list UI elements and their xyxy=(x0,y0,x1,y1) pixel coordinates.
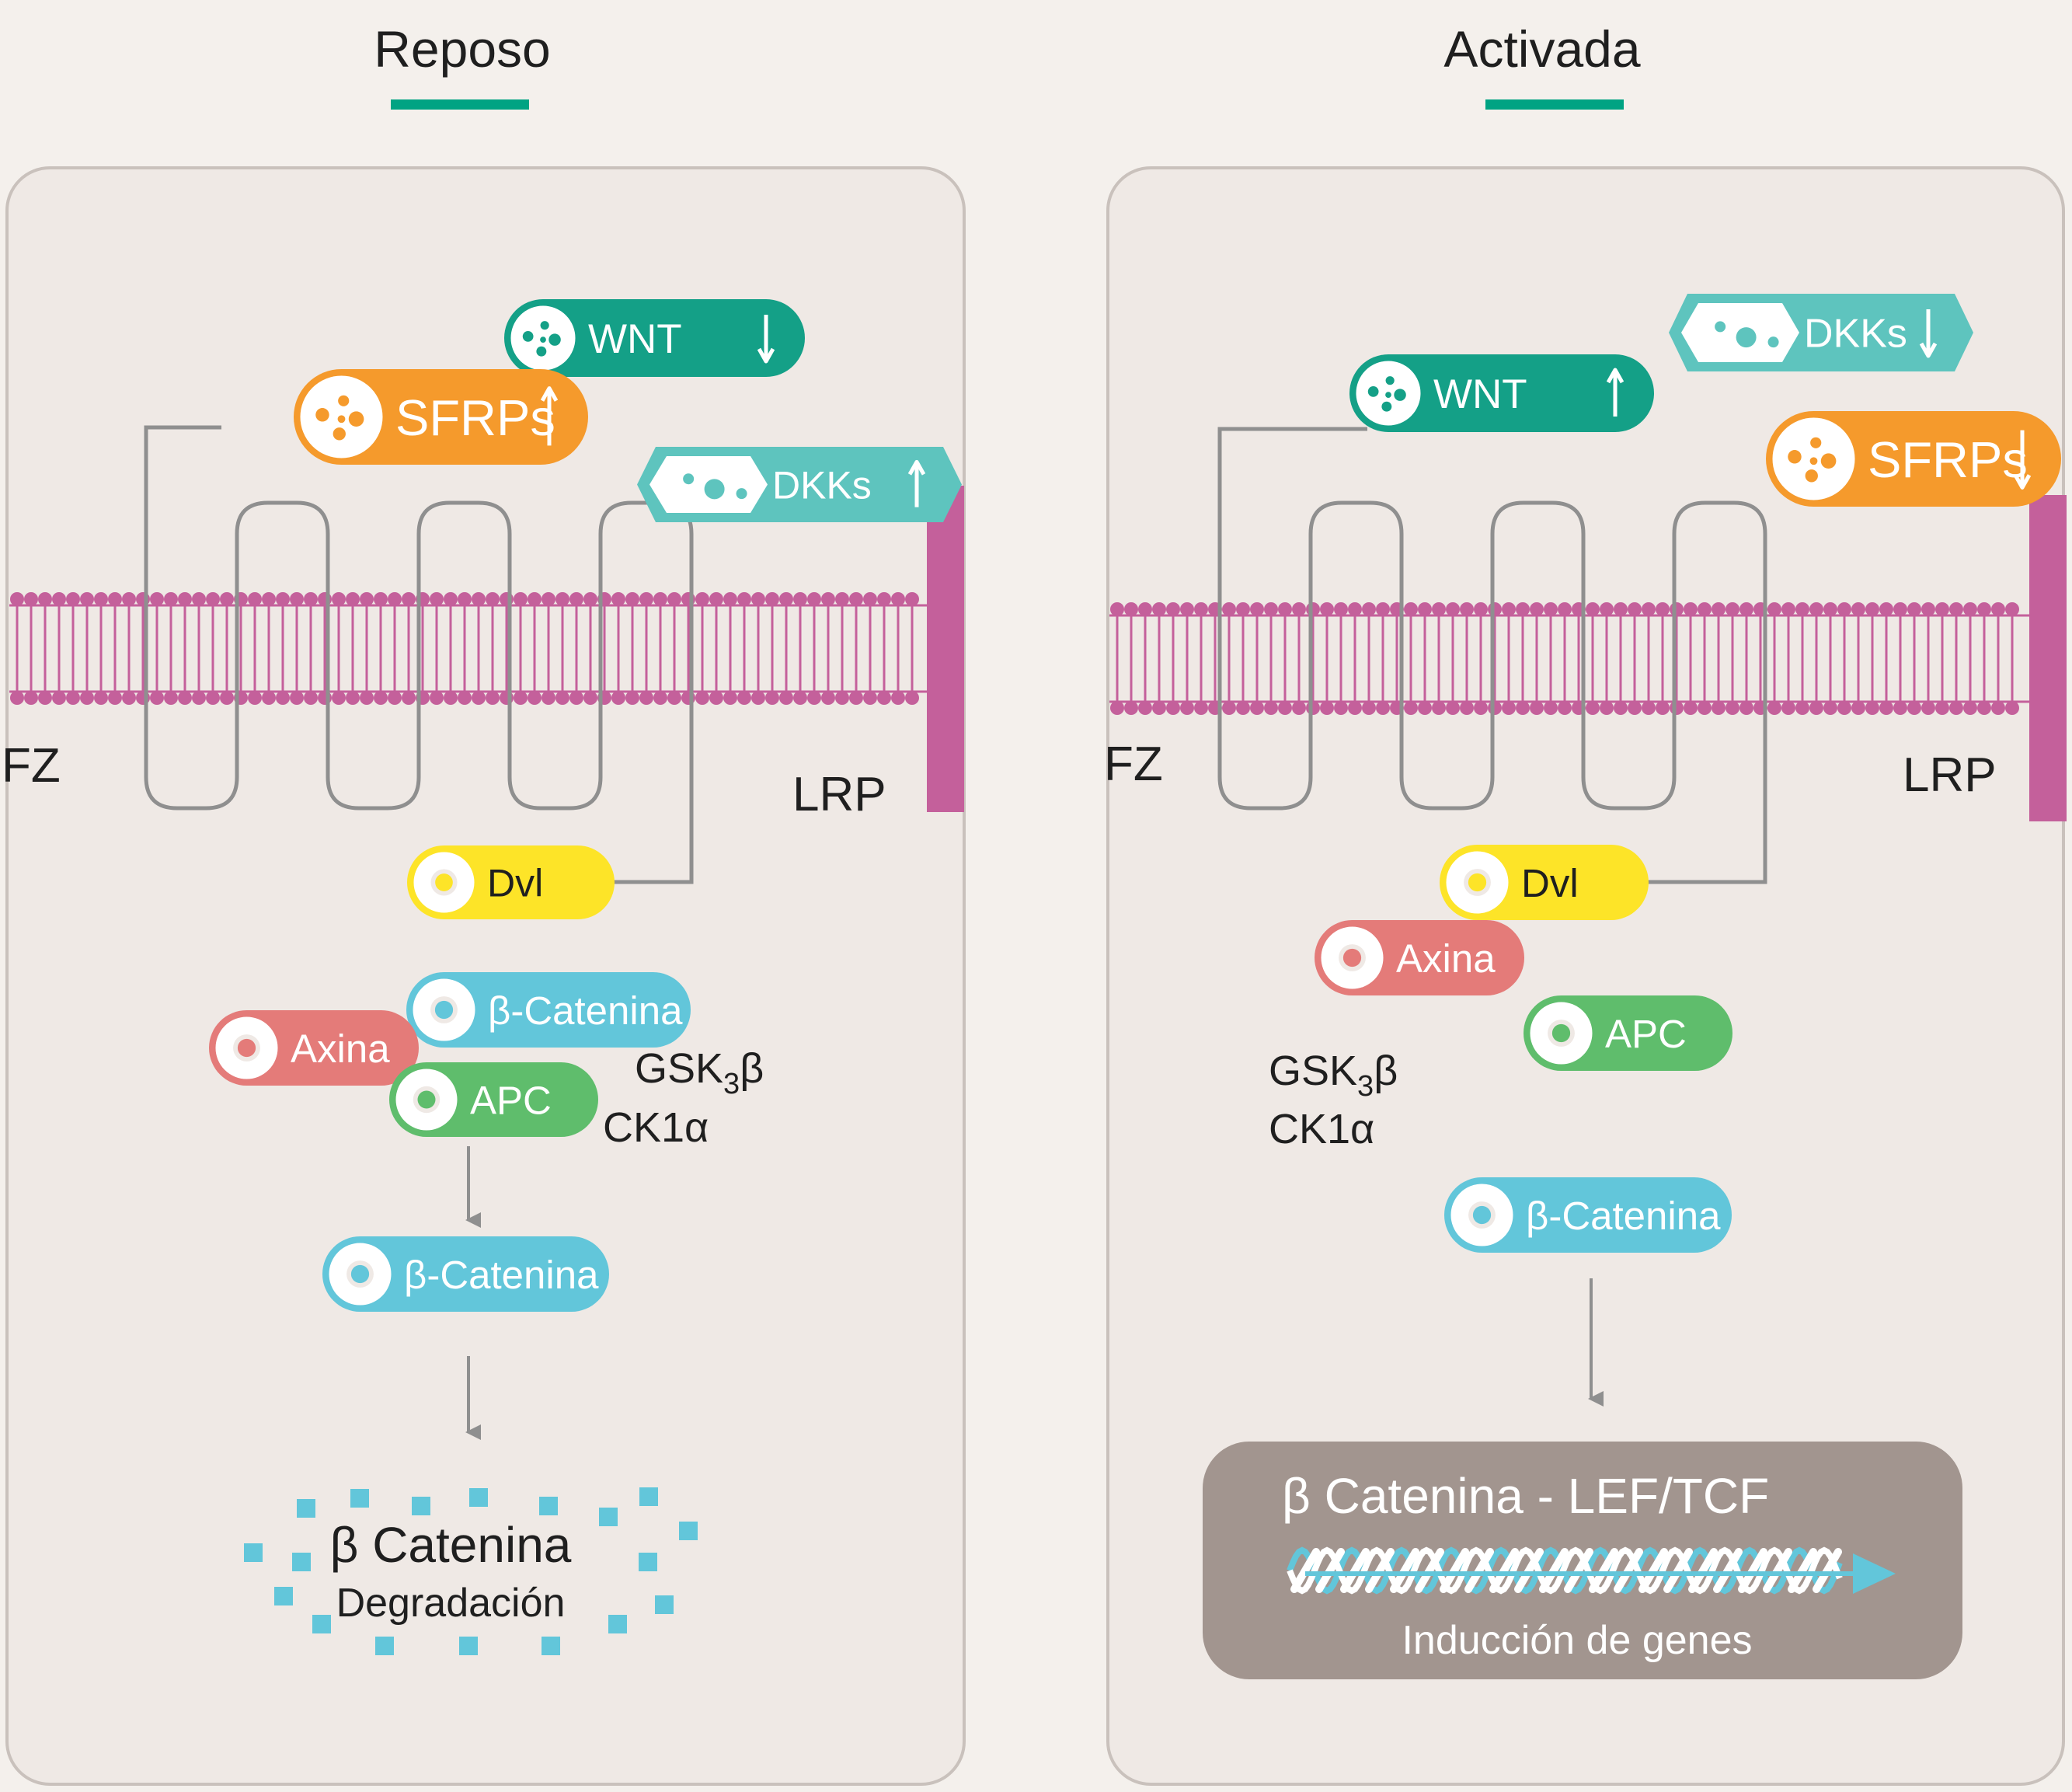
dna-helix-icon xyxy=(1287,1546,1896,1595)
pill-body xyxy=(1349,354,1654,432)
dot-icon xyxy=(434,1000,454,1020)
pill-label: β-Catenina xyxy=(1526,1194,1721,1238)
dot-icon xyxy=(1468,873,1487,892)
pill-body xyxy=(1444,1177,1732,1253)
sfrps-pill: SFRPs xyxy=(294,369,588,465)
wnt-pill: WNT xyxy=(1349,354,1654,432)
sfrps-pill: SFRPs xyxy=(1766,411,2061,507)
hex-label: DKKs xyxy=(1804,312,1907,357)
title-reposo: Reposo xyxy=(374,20,551,78)
title-activada-underline xyxy=(1485,99,1624,110)
lrp-receptor xyxy=(2029,495,2067,821)
dot-icon xyxy=(435,873,453,891)
degradation-title: β Catenina xyxy=(330,1517,572,1573)
axina-pill: Axina xyxy=(209,1010,419,1086)
fz-receptor xyxy=(144,425,694,884)
activada-panel-content: WNT DKKs SFRPs FZ LRP Dvl Axina APC GSK3… xyxy=(1104,294,2067,1679)
dot-icon xyxy=(417,1090,436,1109)
apc-pill: APC xyxy=(389,1062,598,1137)
pill-body xyxy=(322,1236,609,1312)
apc-pill: APC xyxy=(1524,995,1732,1071)
dot-icon xyxy=(1551,1023,1571,1043)
cell-membrane xyxy=(9,592,927,705)
title-activada: Activada xyxy=(1443,20,1640,78)
wnt-pill: WNT xyxy=(504,299,805,377)
nucleus-subtitle: Inducción de genes xyxy=(1402,1618,1752,1663)
degradation-subtitle: Degradación xyxy=(336,1581,566,1626)
dkks-hex: DKKs xyxy=(1669,294,1973,371)
pill-label: APC xyxy=(470,1078,552,1122)
title-reposo-underline xyxy=(391,99,529,110)
pill-label: SFRPs xyxy=(395,389,555,446)
b-catenina-pill: β-Catenina xyxy=(1444,1177,1732,1253)
dkks-hex: DKKs xyxy=(637,447,962,522)
reposo-panel-content: WNT SFRPs DKKs FZ LRP Dvl β-Catenina Axi… xyxy=(2,299,964,1655)
dot-icon xyxy=(1472,1205,1492,1225)
dot-icon xyxy=(1342,948,1362,967)
pill-label: WNT xyxy=(1433,371,1527,417)
dvl-pill: Dvl xyxy=(407,845,615,919)
dot-icon xyxy=(350,1264,370,1284)
pill-label: Dvl xyxy=(1521,861,1579,905)
pill-label: β-Catenina xyxy=(488,988,683,1033)
pill-label: Dvl xyxy=(487,862,543,905)
degradation-fragments xyxy=(244,1487,698,1655)
pill-label: APC xyxy=(1605,1012,1687,1056)
lrp-label: LRP xyxy=(792,768,886,821)
lrp-receptor xyxy=(927,486,964,812)
fz-label: FZ xyxy=(2,739,61,793)
dvl-pill: Dvl xyxy=(1440,845,1649,920)
nucleus-title: β Catenina - LEF/TCF xyxy=(1282,1468,1769,1524)
pill-label: SFRPs xyxy=(1868,431,2028,488)
pill-body xyxy=(406,972,691,1048)
cell-membrane xyxy=(1109,602,2029,715)
fz-receptor xyxy=(1217,427,1767,884)
pill-label: WNT xyxy=(588,316,682,362)
pill-label: Axina xyxy=(1396,936,1496,981)
hex-label: DKKs xyxy=(772,464,872,507)
panel-activada xyxy=(1106,166,2065,1786)
ck1a-label: CK1α xyxy=(1269,1106,1374,1152)
pill-label: β-Catenina xyxy=(404,1253,599,1297)
ck1a-label: CK1α xyxy=(603,1104,709,1151)
axina-pill: Axina xyxy=(1315,920,1524,995)
b-catenina-free-pill: β-Catenina xyxy=(322,1236,609,1312)
b-catenina-complex-pill: β-Catenina xyxy=(406,972,691,1048)
fz-label: FZ xyxy=(1104,737,1163,791)
dot-icon xyxy=(237,1038,256,1058)
lrp-label: LRP xyxy=(1903,748,1997,802)
pill-label: Axina xyxy=(291,1027,390,1071)
gsk3b-label: GSK3β xyxy=(1269,1048,1398,1103)
pill-body xyxy=(504,299,805,377)
gsk3b-label: GSK3β xyxy=(635,1045,764,1100)
